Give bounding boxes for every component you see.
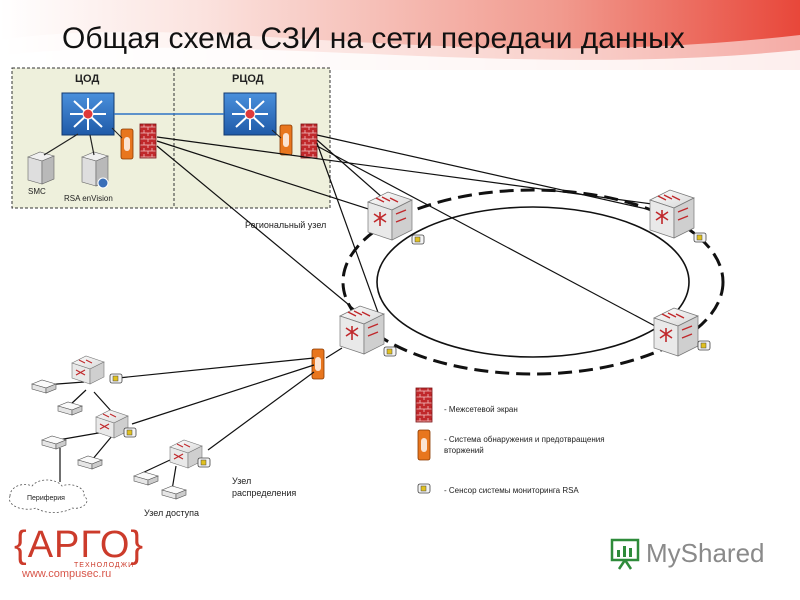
- endpoint-6: [161, 485, 187, 500]
- endpoint-5: [133, 471, 159, 486]
- sensor-access-2: [123, 427, 137, 438]
- sensor-bottom-left: [383, 346, 397, 357]
- regional-router-top-right: [649, 189, 695, 239]
- distribution-node-label-line2: распределения: [232, 488, 296, 498]
- core-switch-cod: [61, 92, 115, 136]
- ring-inner: [376, 206, 690, 358]
- smc-label: SMC: [28, 187, 46, 196]
- endpoint-2: [57, 401, 83, 416]
- regional-router-bottom-right: [653, 307, 699, 357]
- header-band: [0, 0, 800, 70]
- regional-node-label: Региональный узел: [245, 220, 326, 230]
- rsa-envision-label: RSA enVision: [64, 194, 113, 203]
- watermark-text: MyShared: [646, 537, 765, 568]
- access-switch-3: [169, 439, 203, 469]
- sensor-top-left: [411, 234, 425, 245]
- brand-url-link[interactable]: www.compusec.ru: [22, 568, 112, 580]
- core-switch-rcod: [223, 92, 277, 136]
- regional-router-bottom-left: [339, 305, 385, 355]
- zone-label-rcod: РЦОД: [232, 73, 264, 85]
- firewall-cod: [139, 123, 157, 159]
- access-node-label: Узел доступа: [144, 508, 199, 518]
- data-center-zone: [11, 67, 331, 209]
- periphery-cloud: [9, 479, 88, 513]
- legend-firewall-icon: [415, 387, 433, 423]
- myshared-watermark: MyShared: [610, 536, 765, 570]
- legend-ids-text-line2: вторжений: [444, 446, 484, 455]
- argo-brand: {АРГО} ТЕХНОЛОДЖИ www.compusec.ru: [14, 524, 145, 580]
- legend-ids-text: - Система обнаружения и предотвращения: [444, 435, 605, 444]
- regional-router-top-left: [367, 191, 413, 241]
- ids-rcod: [279, 124, 293, 156]
- ring-outer: [341, 188, 725, 376]
- smc-server-icon: [27, 151, 55, 185]
- distribution-node-label-line1: Узел: [232, 476, 251, 486]
- legend-ids-icon: [417, 429, 431, 461]
- zone-label-cod: ЦОД: [75, 73, 99, 85]
- legend-sensor-text: - Сенсор системы мониторинга RSA: [444, 486, 579, 495]
- presentation-icon: [610, 538, 640, 570]
- firewall-rcod: [300, 123, 318, 159]
- endpoint-3: [41, 435, 67, 450]
- rsa-envision-server-icon: [81, 151, 109, 189]
- sensor-access-1: [109, 373, 123, 384]
- sensor-bottom-right: [697, 340, 711, 351]
- slide-title: Общая схема СЗИ на сети передачи данных: [62, 22, 685, 55]
- ids-cod: [120, 128, 134, 160]
- argo-logo-subtitle: ТЕХНОЛОДЖИ: [74, 562, 135, 569]
- sensor-access-3: [197, 457, 211, 468]
- access-switch-1: [71, 355, 105, 385]
- sensor-top-right: [693, 232, 707, 243]
- legend-sensor-icon: [417, 483, 431, 494]
- periphery-label: Периферия: [27, 495, 65, 502]
- endpoint-4: [77, 455, 103, 470]
- ids-access: [311, 348, 325, 380]
- access-switch-2: [95, 409, 129, 439]
- endpoint-1: [31, 379, 57, 394]
- legend-firewall-text: - Межсетевой экран: [444, 405, 518, 414]
- argo-logo: {АРГО}: [14, 524, 145, 566]
